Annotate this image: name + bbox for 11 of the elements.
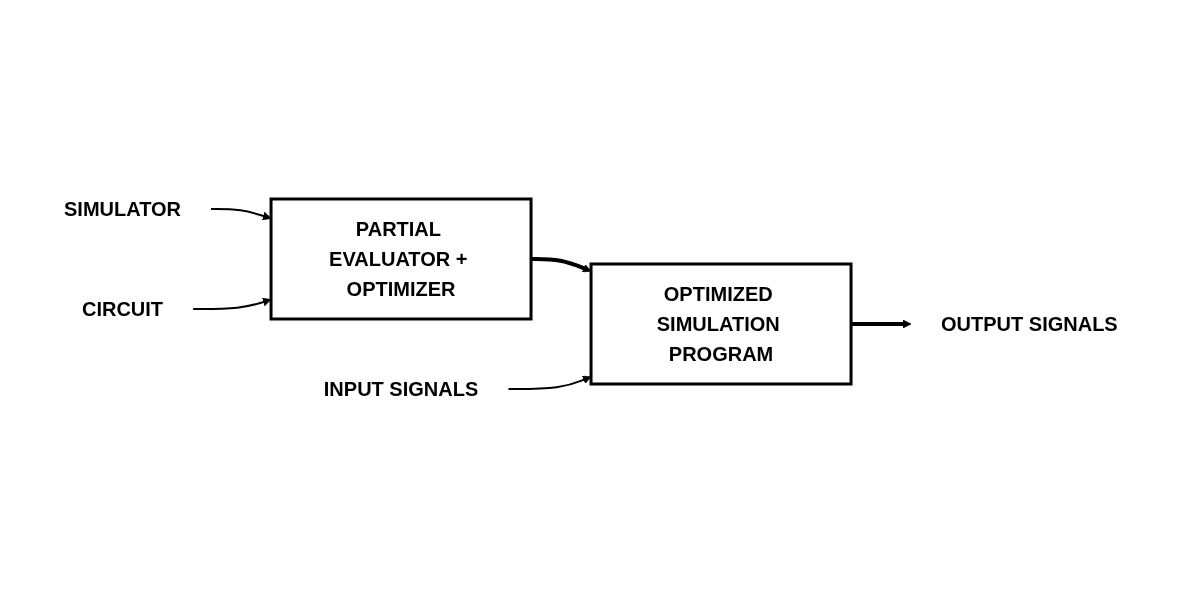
node-text: SIMULATOR xyxy=(64,198,182,220)
node-box: PARTIAL EVALUATOR + OPTIMIZER xyxy=(269,197,533,321)
node-box: OPTIMIZED SIMULATION PROGRAM xyxy=(589,262,853,386)
node-text: OUTPUT SIGNALS xyxy=(941,313,1118,335)
arrow xyxy=(192,297,272,310)
arrow xyxy=(531,257,592,273)
node-text: CIRCUIT xyxy=(82,298,164,320)
arrow xyxy=(851,319,912,329)
arrow xyxy=(210,208,272,221)
node-text: INPUT SIGNALS xyxy=(323,378,479,400)
arrow xyxy=(507,375,592,390)
